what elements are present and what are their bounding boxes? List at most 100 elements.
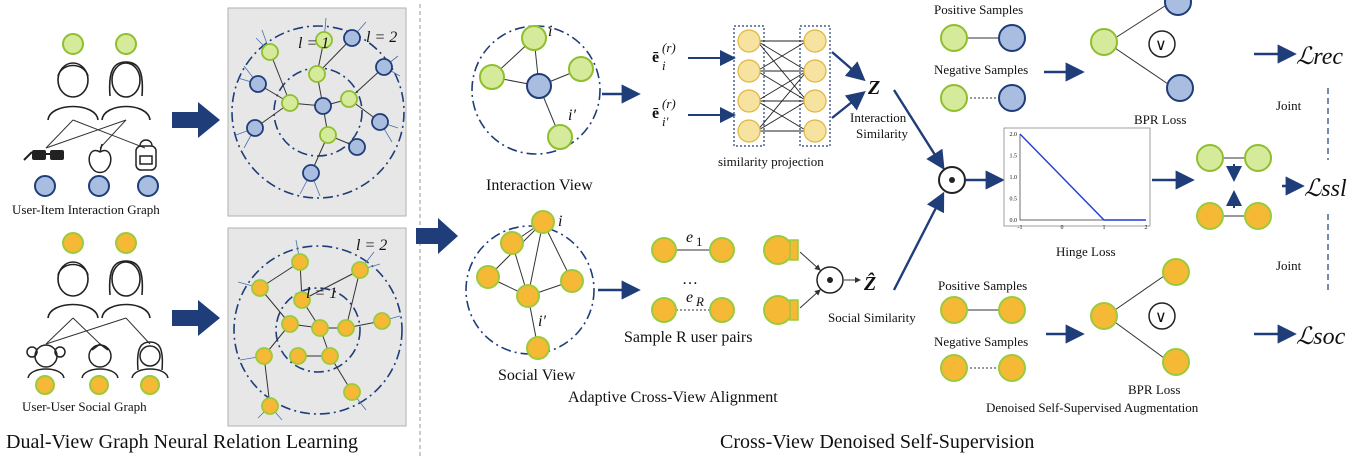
- y-tick-label: 1.5: [1010, 154, 1018, 160]
- similarity-projection-label: similarity projection: [718, 154, 824, 169]
- embedding-top-sub: i: [662, 58, 666, 73]
- arrow: [831, 51, 866, 82]
- hinge-line: [1019, 133, 1146, 221]
- node: [500, 231, 524, 255]
- boy-icon: [81, 343, 119, 379]
- social-graph-illustration: User-User Social Graph: [22, 232, 169, 414]
- eR-sub: R: [695, 294, 704, 309]
- social-view: i i′ Social View: [465, 210, 595, 384]
- item-node: [34, 175, 56, 197]
- x-tick-label: 2: [1145, 225, 1148, 231]
- graph-node: [281, 94, 299, 112]
- graph-node: [246, 119, 264, 137]
- node-i-prime: [526, 336, 550, 360]
- node-i: [521, 25, 547, 51]
- node: [479, 64, 505, 90]
- male-user-icon: [47, 261, 99, 319]
- backpack-icon: [135, 139, 157, 171]
- bpr-loss-bottom: BPR Loss: [1128, 382, 1180, 397]
- z-symbol: Z: [867, 77, 880, 99]
- y-tick-label: 2.0: [1010, 132, 1018, 138]
- alignment-label: Adaptive Cross-View Alignment: [568, 389, 778, 406]
- label-i-prime: i′: [568, 107, 576, 124]
- user-node: [35, 375, 55, 395]
- x-tick-label: -1: [1018, 225, 1023, 231]
- graph-node: [375, 58, 393, 76]
- node: [526, 73, 552, 99]
- soc-bpr-block: Positive Samples Negative Samples ∨ BPR …: [934, 258, 1190, 397]
- positive-samples-top: Positive Samples: [934, 2, 1023, 17]
- x-tick-label: 1: [1103, 225, 1106, 231]
- arrow: [892, 191, 945, 291]
- hinge-loss-label: Hinge Loss: [1056, 244, 1116, 259]
- sample-pairs-label: Sample R user pairs: [624, 329, 752, 346]
- social-similarity-block: Ẑ Social Similarity: [763, 235, 916, 325]
- graph-node: [351, 261, 369, 279]
- graph-node: [255, 347, 273, 365]
- arrow: [831, 91, 866, 119]
- z-hat-symbol: Ẑ: [863, 271, 876, 295]
- graph-node: [371, 113, 389, 131]
- woman-icon: [131, 341, 169, 379]
- girl-icon: [26, 344, 66, 379]
- social-similarity-label: Social Similarity: [828, 310, 916, 325]
- embedding-bottom: ē: [652, 105, 659, 122]
- graph-node: [319, 126, 337, 144]
- ellipsis: …: [682, 271, 698, 288]
- node-i-prime: [547, 124, 573, 150]
- y-tick-label: 0.5: [1010, 197, 1018, 203]
- loss-soc: ℒsoc: [1296, 324, 1346, 350]
- loss-ssl: ℒssl: [1304, 176, 1347, 202]
- female-user-icon: [101, 260, 151, 319]
- sampled-user-pairs: e 1 … e R Sample R user pairs: [624, 229, 752, 346]
- dot: [949, 177, 955, 183]
- middle-section-title: Cross-View Denoised Self-Supervision: [720, 431, 1034, 453]
- negative-samples-bottom: Negative Samples: [934, 334, 1028, 349]
- rec-bpr-block: Positive Samples Negative Samples ∨ BPR …: [934, 0, 1194, 127]
- y-tick-label: 1.0: [1010, 175, 1018, 181]
- graph-node: [302, 164, 320, 182]
- apple-icon: [88, 143, 112, 174]
- graph-node: [343, 383, 361, 401]
- embedding-top: ē: [652, 49, 659, 66]
- embedding-top-sup: (r): [662, 40, 676, 55]
- interaction-similarity-line2: Similarity: [856, 126, 909, 141]
- block-arrow-middle: [416, 218, 458, 254]
- y-tick-label: 0.0: [1010, 218, 1018, 224]
- positive-samples-bottom: Positive Samples: [938, 278, 1027, 293]
- interaction-view-label: Interaction View: [486, 177, 593, 194]
- social-graph-label: User-User Social Graph: [22, 399, 147, 414]
- joint-bottom: Joint: [1276, 258, 1302, 273]
- node: [568, 56, 594, 82]
- graph-node: [311, 319, 329, 337]
- graph-node: [293, 291, 311, 309]
- ssl-pair-block: [1196, 144, 1272, 230]
- female-user-icon: [101, 61, 151, 121]
- e1-sub: 1: [696, 234, 703, 249]
- label-i: i: [558, 213, 562, 230]
- denoised-label: Denoised Self-Supervised Augmentation: [986, 400, 1199, 415]
- interaction-view: i i′ Interaction View: [471, 23, 601, 194]
- block-arrow-bottom: [172, 300, 220, 336]
- block-arrow-top: [172, 102, 220, 138]
- user-node: [115, 232, 137, 254]
- e1-label: e: [686, 229, 693, 246]
- loss-rec: ℒrec: [1296, 44, 1343, 70]
- layer-label: l = 2: [366, 29, 397, 46]
- interaction-similarity-line1: Interaction: [850, 110, 907, 125]
- graph-node: [340, 90, 358, 108]
- graph-node: [373, 312, 391, 330]
- embedding-bottom-sub: i′: [662, 114, 669, 129]
- graph-node: [249, 75, 267, 93]
- layer-label: l = 2: [356, 237, 387, 254]
- graph-node: [251, 279, 269, 297]
- user-node: [62, 33, 84, 55]
- graph-node: [261, 397, 279, 415]
- graph-node: [348, 138, 366, 156]
- layer-label: l = 1: [298, 35, 329, 52]
- node: [476, 265, 500, 289]
- interaction-graph-illustration: User-Item Interaction Graph: [12, 33, 160, 217]
- item-node: [137, 175, 159, 197]
